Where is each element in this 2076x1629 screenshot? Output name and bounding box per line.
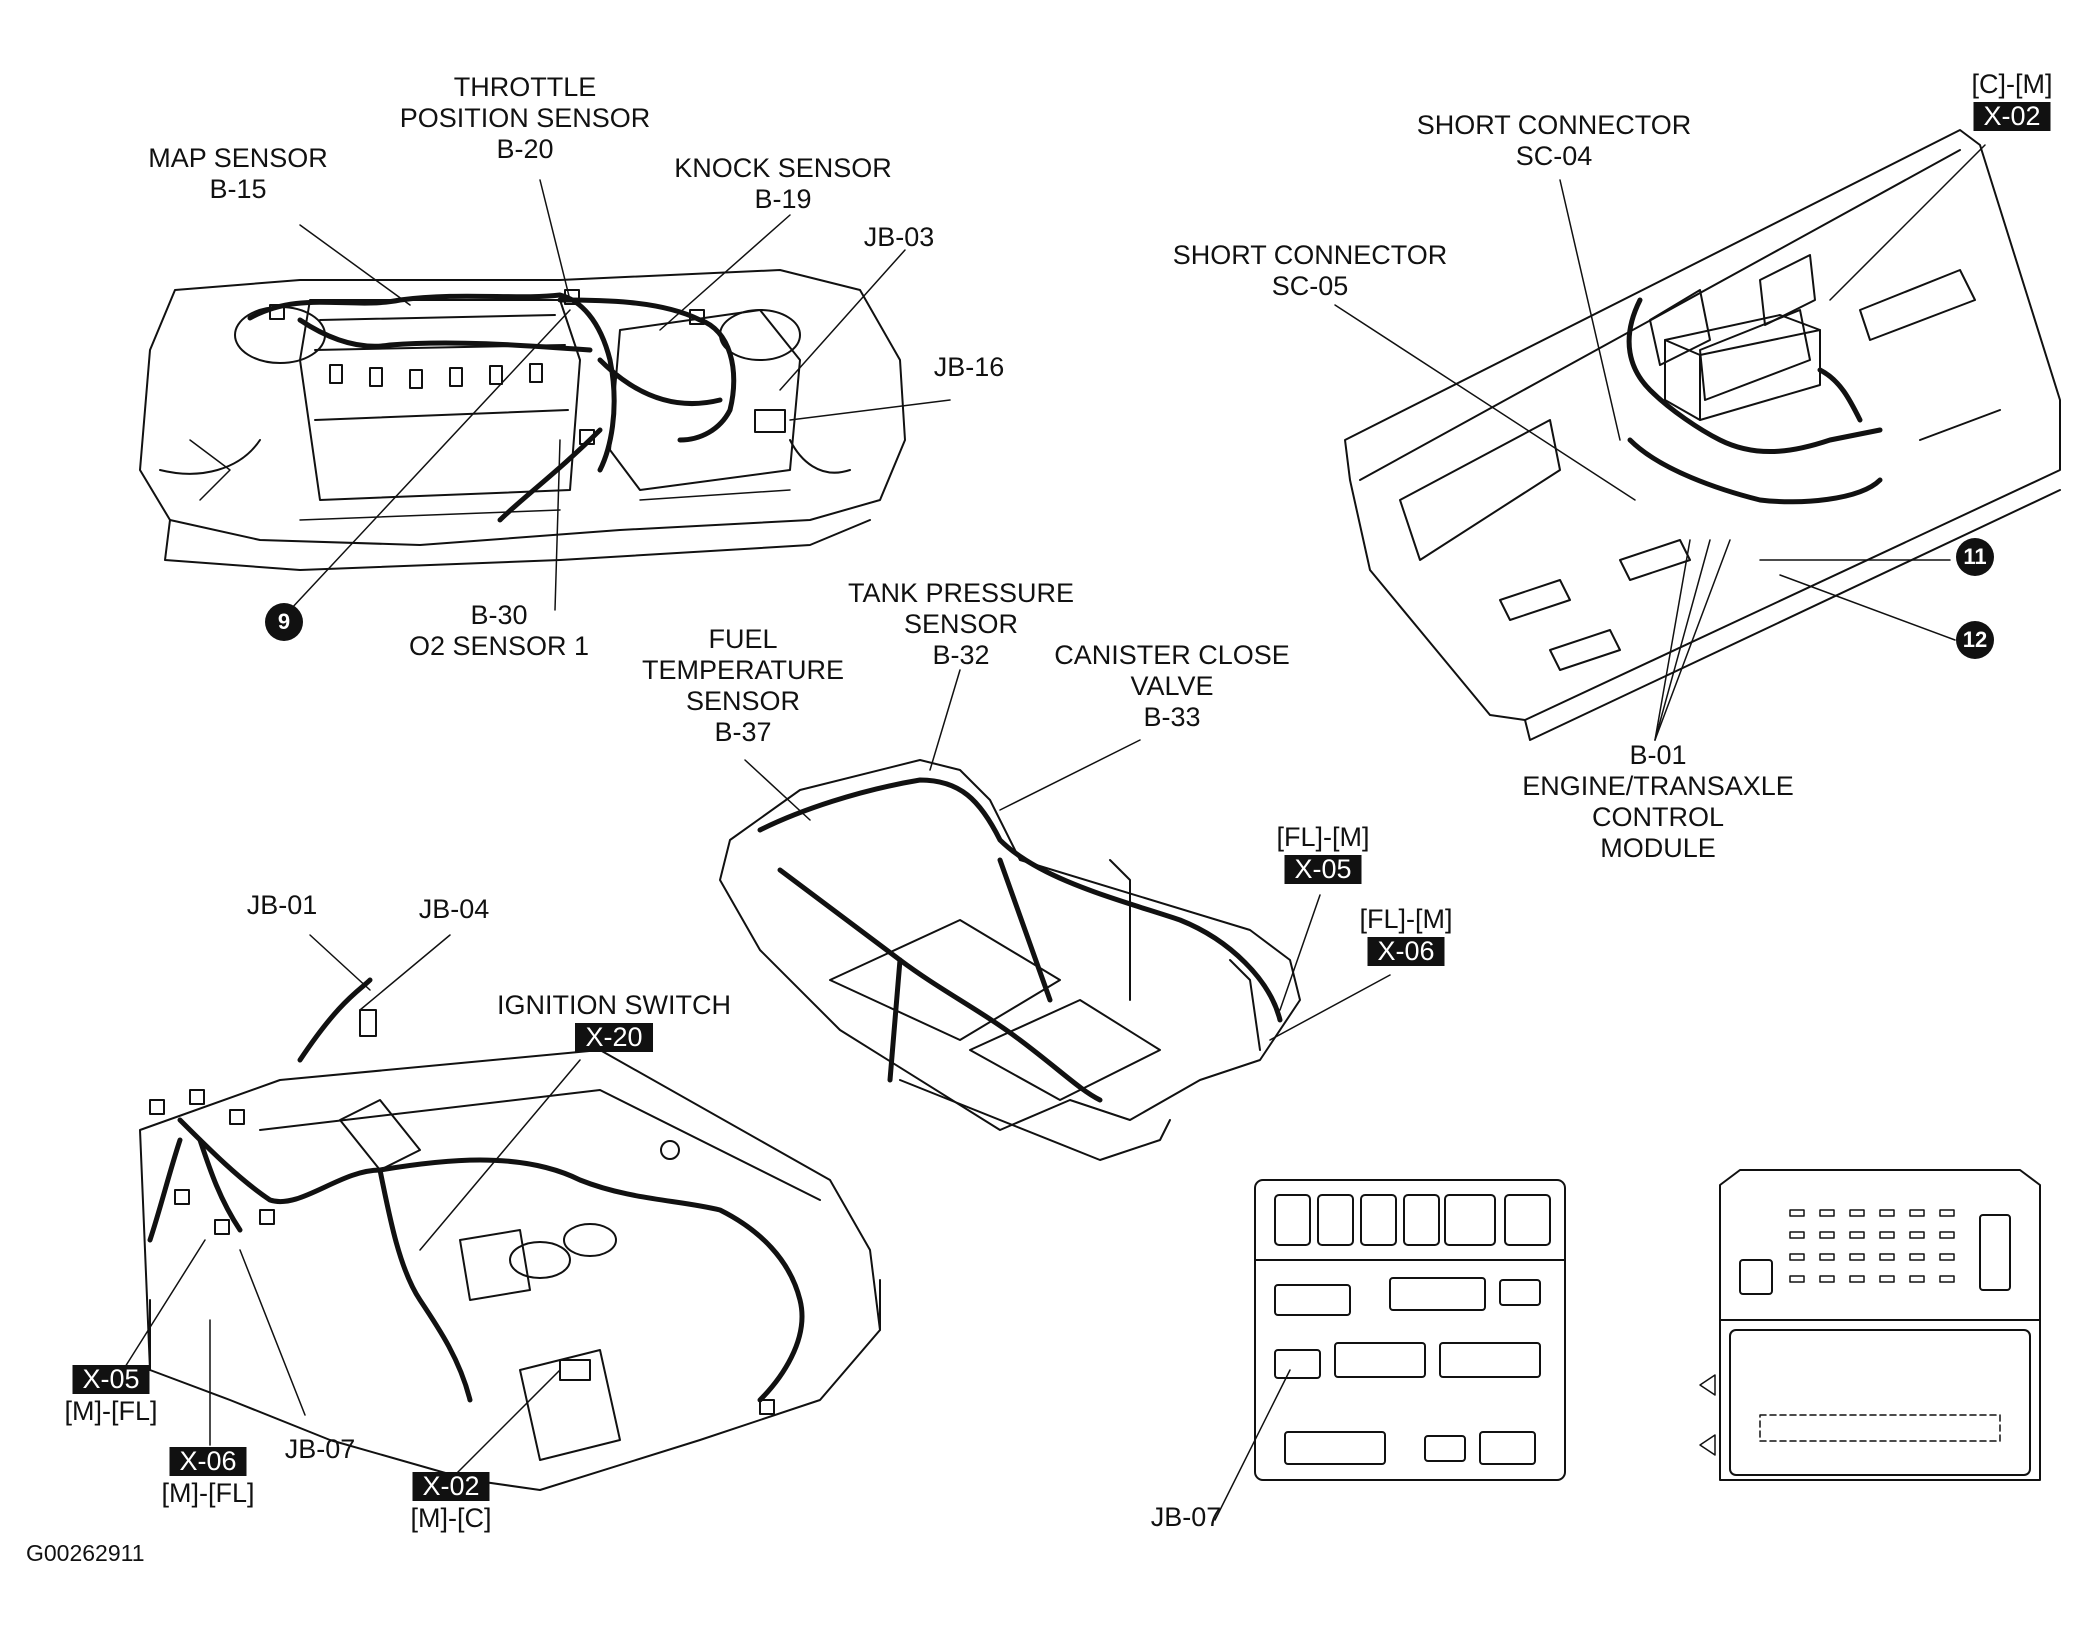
x-05-tag: X-05 (72, 1365, 150, 1394)
ecm-leader-lines (1334, 144, 1986, 741)
callout-9: 9 (265, 603, 303, 641)
jb-01-label: JB-01 (246, 890, 318, 920)
jb-07-junction-box-label: JB-07 (1150, 1502, 1222, 1532)
engine-connectors (269, 289, 786, 445)
ecm-module (1664, 314, 1821, 421)
junction-box-fuse-side (1214, 1179, 1566, 1521)
figure-id: G00262911 (26, 1540, 145, 1566)
x-20-tag: X-20 (575, 1023, 653, 1052)
jb-04-label: JB-04 (418, 894, 490, 924)
ecm-harness (1626, 297, 1883, 505)
junction-box-relay-side (1699, 1169, 2041, 1481)
engine-compartment-drawing (139, 269, 906, 571)
x-06-m-fl-label: X-06[M]-[FL] (161, 1446, 255, 1509)
jb-03-label: JB-03 (863, 222, 935, 252)
x-05-tag: X-05 (1284, 855, 1362, 884)
x-06-tag: X-06 (169, 1447, 247, 1476)
x-05-m-fl-label: X-05[M]-[FL] (64, 1364, 158, 1427)
dashboard-drawing (139, 1049, 881, 1491)
jb-16-label: JB-16 (933, 352, 1005, 382)
dashboard-harness (147, 977, 805, 1403)
floor-pan-drawing (719, 759, 1301, 1161)
callout-11: 11 (1956, 538, 1994, 576)
x-06-fl-m-label: [FL]-[M]X-06 (1359, 904, 1453, 966)
jb-07-dash-label: JB-07 (284, 1434, 356, 1464)
callout-12: 12 (1956, 621, 1994, 659)
floor-leader-lines (744, 669, 1391, 1041)
x-02-tag: X-02 (1973, 102, 2051, 131)
dashboard-connectors (149, 1009, 775, 1415)
x-02-cm-label: [C]-[M]X-02 (1971, 69, 2053, 131)
dashboard-leader-lines (119, 934, 581, 1481)
floor-harness (757, 777, 1283, 1103)
x-05-fl-m-label: [FL]-[M]X-05 (1276, 822, 1370, 884)
engine-leader-lines (289, 179, 951, 611)
ecm-console-drawing (1344, 129, 2061, 741)
x-06-tag: X-06 (1367, 937, 1445, 966)
x-02-tag: X-02 (412, 1472, 490, 1501)
x-02-m-c-label: X-02[M]-[C] (410, 1471, 492, 1534)
